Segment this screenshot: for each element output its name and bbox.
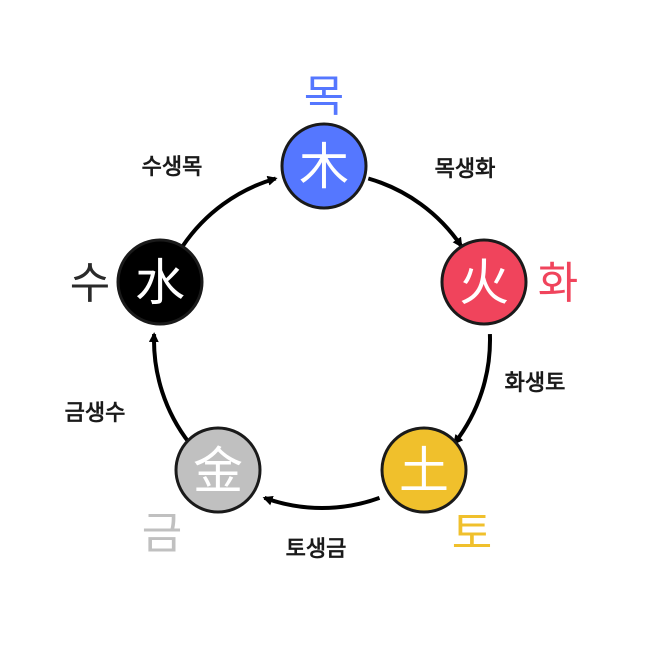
earth-circle — [380, 426, 468, 514]
fire-korean-label: 화 — [538, 258, 578, 309]
arrow-water-to-wood — [181, 175, 278, 248]
fire-circle — [440, 238, 528, 326]
label-wood-to-fire: 목생화 — [435, 157, 496, 182]
label-fire-to-earth: 화생토 — [505, 371, 566, 396]
wood-korean-label: 목 — [304, 71, 344, 122]
cycle-arrows — [148, 175, 492, 510]
arrow-wood-to-fire — [367, 176, 463, 248]
metal-hanja: 金 — [193, 442, 243, 500]
element-node-earth: 土 토 — [380, 426, 492, 559]
earth-korean-label: 토 — [452, 508, 492, 559]
metal-korean-label: 금 — [142, 508, 182, 559]
wood-hanja: 木 — [299, 138, 349, 196]
element-node-fire: 火 화 — [440, 238, 578, 326]
arrow-fire-to-earth — [452, 334, 492, 445]
label-earth-to-metal: 토생금 — [286, 537, 347, 562]
arrow-earth-to-metal — [262, 495, 381, 510]
water-hanja: 水 — [135, 254, 185, 312]
earth-hanja: 土 — [399, 442, 449, 500]
element-node-water: 水 수 — [70, 238, 204, 326]
wood-circle — [280, 122, 368, 210]
arrow-metal-to-water — [148, 332, 192, 445]
metal-circle — [174, 426, 262, 514]
element-node-metal: 金 금 — [142, 426, 262, 559]
element-node-wood: 木 목 — [280, 71, 368, 210]
water-circle — [116, 238, 204, 326]
label-metal-to-water: 금생수 — [65, 401, 126, 426]
label-water-to-wood: 수생목 — [142, 155, 203, 180]
fire-hanja: 火 — [459, 254, 509, 312]
cycle-labels: 목생화 화생토 토생금 금생수 수생목 — [65, 155, 566, 562]
water-korean-label: 수 — [70, 258, 110, 309]
